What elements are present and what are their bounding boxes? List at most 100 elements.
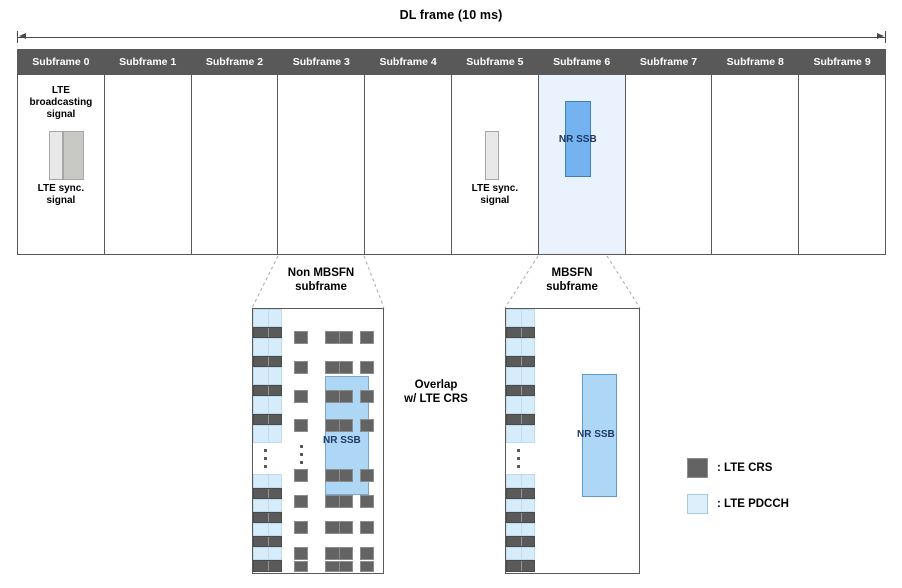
legend-label-pdcch: : LTE PDCCH (717, 498, 789, 510)
pdcch-cell (506, 396, 535, 414)
crs-square (294, 469, 308, 482)
crs-square (294, 331, 308, 344)
crs-cell (253, 414, 282, 425)
pdcch-cell (506, 367, 535, 385)
subframe-column-6[interactable]: Subframe 6 NR SSB (538, 50, 626, 254)
subframe-column-2[interactable]: Subframe 2 (191, 50, 279, 254)
callout-label-mbsfn: MBSFN subframe (546, 267, 598, 293)
nr-ssb-block-mbsfn (582, 374, 617, 497)
lte-sync-signal-block (49, 131, 63, 180)
crs-square (360, 331, 374, 344)
subframe-header-5: Subframe 5 (451, 50, 538, 75)
crs-square-double (325, 469, 353, 482)
arrow-right-head-icon (877, 33, 884, 40)
pdcch-cell (506, 425, 535, 443)
subframe-body-0: LTE broadcasting signal LTE sync. signal (18, 75, 104, 254)
pdcch-cell (506, 338, 535, 356)
pdcch-cell (253, 523, 282, 536)
legend-label-crs: : LTE CRS (717, 462, 773, 474)
non-mbsfn-left-resource-column (253, 309, 282, 573)
subframe-body-5: LTE sync. signal (451, 75, 538, 254)
pdcch-cell (253, 425, 282, 443)
callout-label-non-mbsfn: Non MBSFN subframe (287, 267, 355, 293)
subframe-column-3[interactable]: Subframe 3 (278, 50, 366, 254)
nr-ssb-block-sf6: NR SSB (559, 101, 597, 177)
crs-square (294, 361, 308, 374)
crs-square (294, 521, 308, 534)
crs-cell (506, 385, 535, 396)
crs-square-double (325, 521, 353, 534)
pdcch-cell (253, 547, 282, 560)
pdcch-cell (506, 523, 535, 536)
pdcch-cell (506, 474, 535, 488)
crs-square-double (325, 390, 353, 403)
dl-frame-span-arrow (17, 31, 886, 43)
subframe-body-8 (712, 75, 799, 254)
crs-square-double (325, 361, 353, 374)
subframe-header-0: Subframe 0 (18, 50, 104, 75)
pdcch-cell (253, 396, 282, 414)
subframe-column-9[interactable]: Subframe 9 (799, 50, 885, 254)
mbsfn-subframe-panel: NR SSB (505, 308, 640, 574)
crs-cell (253, 488, 282, 499)
lte-sync-label: LTE sync. signal (37, 183, 85, 206)
subframe-body-9 (799, 75, 885, 254)
crs-square (360, 561, 374, 572)
lte-sync-label-sf5: LTE sync. signal (471, 183, 519, 206)
crs-square (294, 419, 308, 432)
subframe-body-2 (191, 75, 278, 254)
crs-square-double (325, 561, 353, 572)
pdcch-cell (506, 547, 535, 560)
crs-square (360, 495, 374, 508)
subframe-body-7 (625, 75, 712, 254)
crs-square (294, 547, 308, 560)
crs-square-double (325, 547, 353, 560)
vertical-ellipsis-left (264, 449, 268, 473)
subframe-header-9: Subframe 9 (799, 50, 885, 75)
legend-swatch-crs-icon (687, 458, 708, 478)
subframe-body-6: NR SSB (538, 75, 625, 254)
crs-square (294, 495, 308, 508)
subframe-body-3 (278, 75, 365, 254)
crs-cell (506, 512, 535, 523)
subframe-header-4: Subframe 4 (365, 50, 451, 75)
dl-frame-table: Subframe 0 LTE broadcasting signal LTE s… (17, 49, 886, 255)
legend-item-lte-pdcch: : LTE PDCCH (687, 494, 789, 514)
pdcch-cell (253, 474, 282, 488)
subframe-column-5[interactable]: Subframe 5 LTE sync. signal (451, 50, 539, 254)
crs-cell (253, 356, 282, 367)
subframe-column-8[interactable]: Subframe 8 (712, 50, 800, 254)
lte-sync-signal-block-sf5 (484, 131, 499, 180)
arrow-left-head-icon (19, 33, 26, 40)
crs-cell (253, 536, 282, 547)
vertical-ellipsis-left (517, 449, 521, 473)
subframe-header-6: Subframe 6 (538, 50, 625, 75)
crs-square-double (325, 419, 353, 432)
arrow-line (17, 36, 886, 38)
page-title: DL frame (10 ms) (399, 8, 503, 22)
crs-cell (506, 414, 535, 425)
subframe-header-8: Subframe 8 (712, 50, 799, 75)
subframe-header-7: Subframe 7 (625, 50, 712, 75)
non-mbsfn-subframe-panel: NR SSB (252, 308, 384, 574)
crs-cell (253, 560, 282, 572)
crs-square-double (325, 331, 353, 344)
pdcch-cell (253, 367, 282, 385)
subframe-column-7[interactable]: Subframe 7 (625, 50, 713, 254)
crs-cell (506, 356, 535, 367)
crs-square (294, 390, 308, 403)
subframe-column-1[interactable]: Subframe 1 (104, 50, 192, 254)
overlap-annotation: Overlap w/ LTE CRS (404, 379, 468, 405)
subframe-column-0[interactable]: Subframe 0 LTE broadcasting signal LTE s… (18, 50, 105, 254)
crs-square (360, 390, 374, 403)
nr-ssb-label-sf6: NR SSB (558, 133, 597, 145)
crs-square (360, 547, 374, 560)
vertical-ellipsis-mid (300, 445, 304, 469)
subframe-header-2: Subframe 2 (191, 50, 278, 75)
subframe-column-4[interactable]: Subframe 4 (365, 50, 452, 254)
pdcch-cell (253, 338, 282, 356)
pdcch-cell (253, 499, 282, 512)
pdcch-cell (506, 499, 535, 512)
crs-cell (253, 385, 282, 396)
pdcch-cell (506, 309, 535, 327)
